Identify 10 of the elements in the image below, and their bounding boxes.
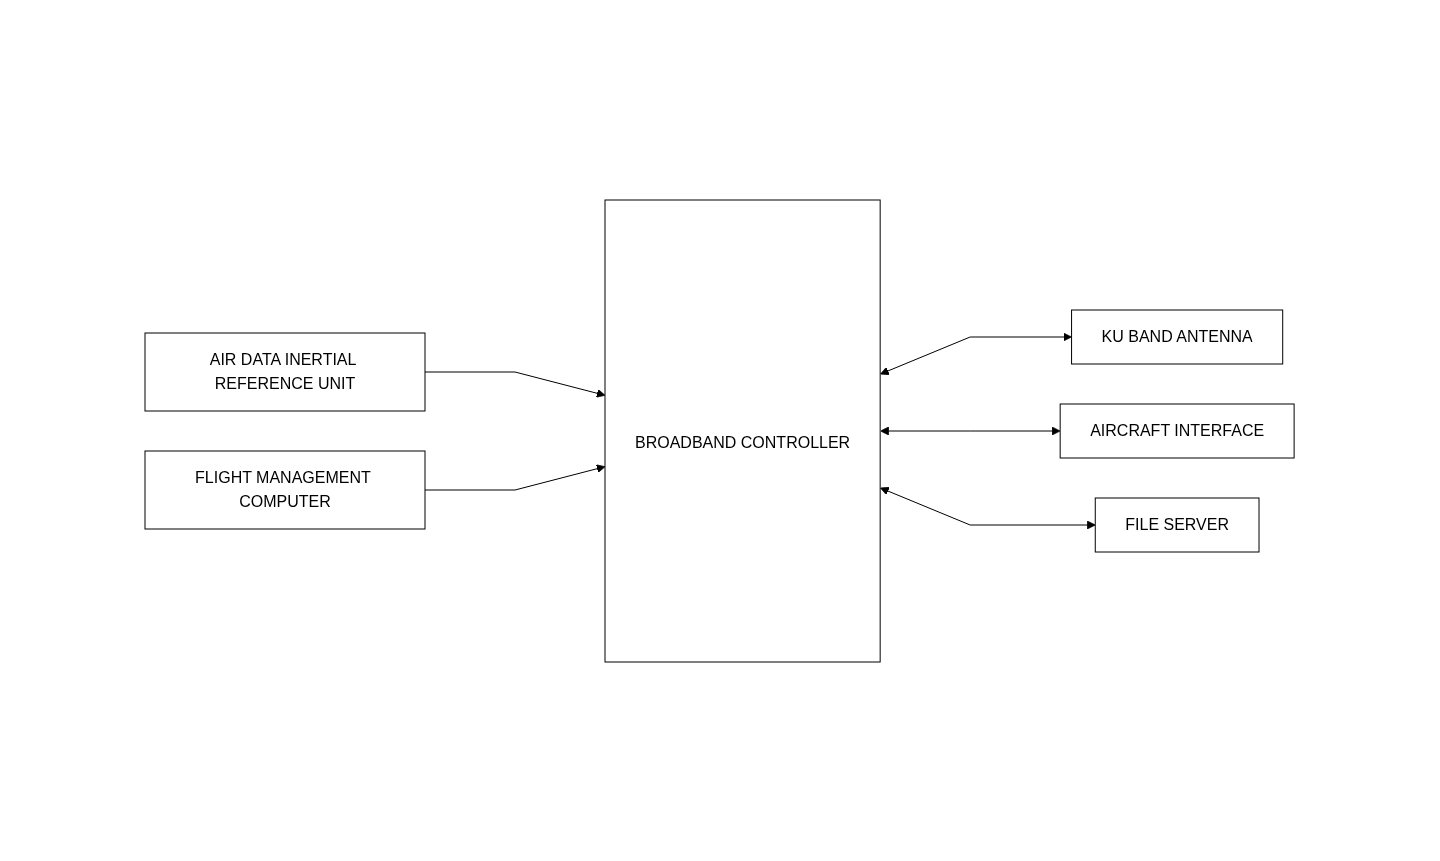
node-box: KU BAND ANTENNA bbox=[1071, 309, 1284, 364]
node-box: FILE SERVER bbox=[1095, 497, 1260, 552]
node-box: AIRCRAFT INTERFACE bbox=[1060, 403, 1296, 458]
arrow bbox=[880, 426, 1061, 435]
node-box: FLIGHT MANAGEMENT COMPUTER bbox=[144, 450, 426, 529]
arrow bbox=[424, 463, 606, 490]
arrow bbox=[880, 332, 1073, 375]
node-box: BROADBAND CONTROLLER bbox=[604, 199, 882, 662]
node-box: AIR DATA INERTIAL REFERENCE UNIT bbox=[144, 332, 426, 411]
arrow bbox=[424, 371, 606, 398]
